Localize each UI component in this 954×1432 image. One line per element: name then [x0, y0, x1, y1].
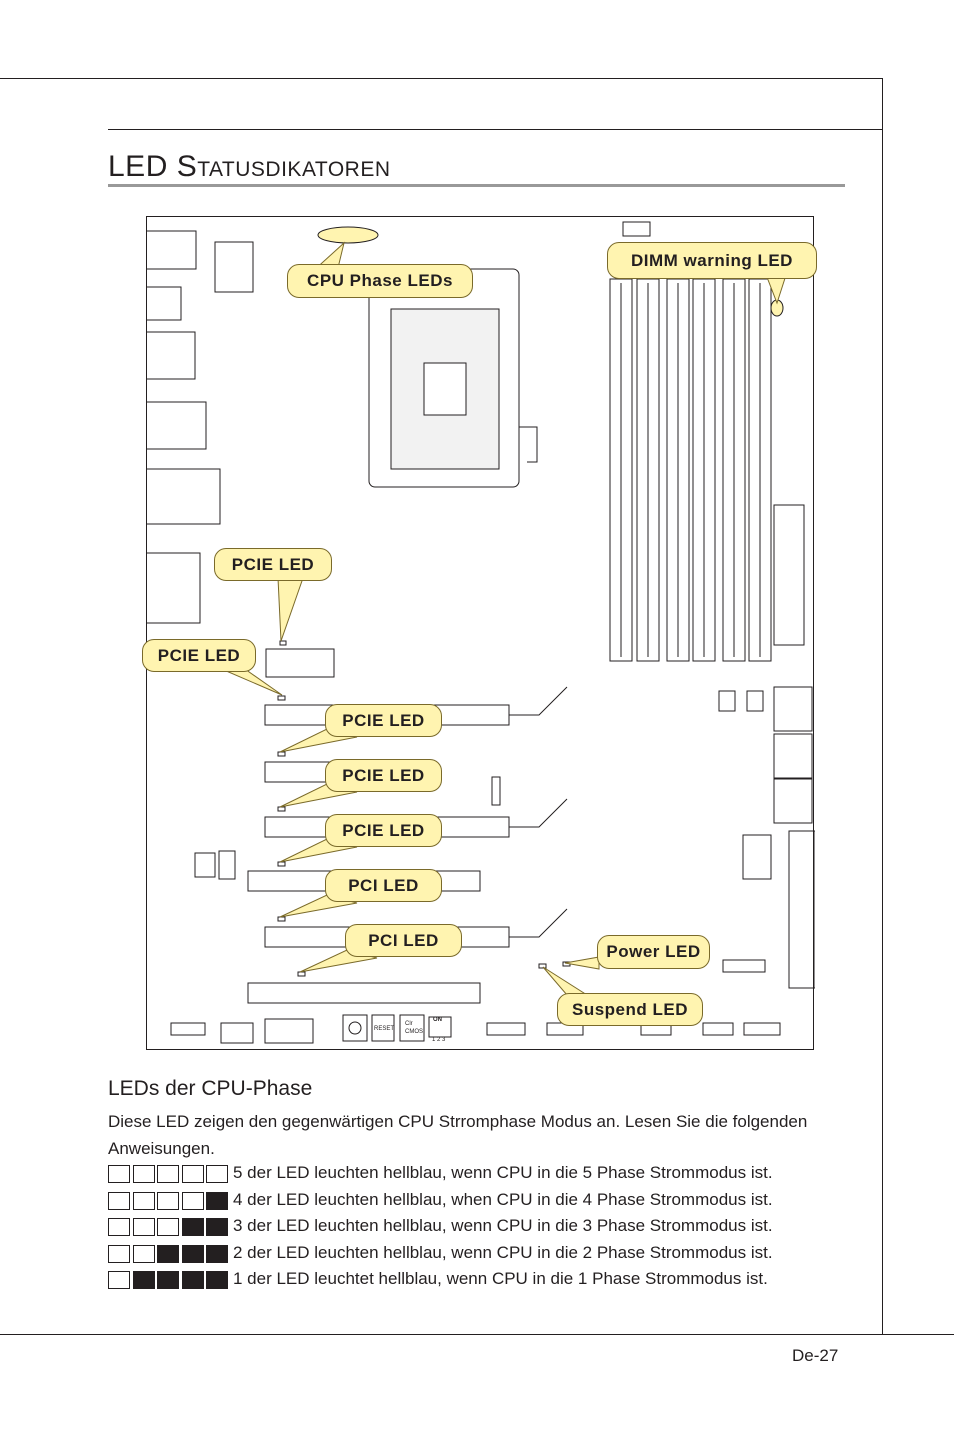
- title-part-3: S: [167, 150, 198, 183]
- dip-number-label: 1 2 3: [432, 1037, 446, 1043]
- header-rule: [108, 129, 883, 130]
- led-lit-box: [157, 1191, 179, 1210]
- led-indicator-group: [108, 1191, 229, 1211]
- top-rule: [0, 78, 883, 79]
- clr-cmos-label-2: CMOS: [405, 1029, 423, 1035]
- callout-suspend-led: Suspend LED: [557, 993, 703, 1026]
- led-lit-box: [206, 1165, 228, 1183]
- led-off-box: [206, 1244, 228, 1263]
- led-lit-box: [108, 1218, 130, 1236]
- led-off-box: [157, 1271, 179, 1289]
- callout-pcie-led-4: PCIE LED: [325, 759, 442, 792]
- intro-paragraph: Diese LED zeigen den gegenwärtigen CPU S…: [108, 1112, 808, 1158]
- callout-pcie-led-2: PCIE LED: [142, 639, 256, 672]
- title-underline: [108, 184, 845, 187]
- page-title: LED STATUSDIKATOREN: [108, 150, 391, 187]
- led-lit-box: [181, 1165, 204, 1183]
- subsection-heading: LEDs der CPU-Phase: [108, 1077, 313, 1100]
- phase-description: 2 der LED leuchten hellblau, wenn CPU in…: [233, 1242, 773, 1262]
- callout-pcie-led-3: PCIE LED: [325, 704, 442, 737]
- led-lit-box: [132, 1218, 155, 1236]
- led-off-box: [181, 1218, 204, 1236]
- phase-description: 1 der LED leuchtet hellblau, wenn CPU in…: [233, 1269, 768, 1288]
- callout-power-led: Power LED: [597, 935, 710, 969]
- led-lit-box: [132, 1191, 155, 1210]
- led-lit-box: [132, 1165, 155, 1183]
- led-lit-box: [157, 1218, 179, 1236]
- led-off-box: [181, 1244, 204, 1263]
- motherboard-drawing: RESET Clr CMOS ON 1 2 3: [147, 221, 815, 1044]
- phase-description: 4 der LED leuchten hellblau, when CPU in…: [233, 1189, 773, 1209]
- led-off-box: [181, 1271, 204, 1289]
- phase-description: 5 der LED leuchten hellblau, wenn CPU in…: [233, 1163, 773, 1182]
- led-lit-box: [108, 1191, 130, 1210]
- page-number: De-27: [792, 1346, 839, 1365]
- led-off-box: [206, 1271, 228, 1289]
- led-indicator-group: [108, 1244, 229, 1264]
- phase-description: 3 der LED leuchten hellblau, wenn CPU in…: [233, 1216, 773, 1235]
- led-lit-box: [132, 1244, 155, 1263]
- led-lit-box: [108, 1271, 130, 1289]
- led-off-box: [157, 1244, 179, 1263]
- title-part-4: TATUSDIKATOREN: [197, 158, 391, 181]
- callout-pcie-led-1: PCIE LED: [214, 548, 332, 581]
- callout-cpu-phase-leds: CPU Phase LEDs: [287, 264, 473, 298]
- led-indicator-group: [108, 1217, 229, 1237]
- led-lit-box: [181, 1191, 204, 1210]
- led-off-box: [206, 1218, 228, 1236]
- led-off-box: [206, 1191, 228, 1210]
- clr-cmos-label-1: Clr: [405, 1021, 413, 1027]
- led-indicator-group: [108, 1164, 229, 1184]
- callout-pcie-led-5: PCIE LED: [325, 814, 442, 847]
- led-indicator-group: [108, 1270, 229, 1290]
- right-rule: [882, 78, 883, 1335]
- callout-pci-led-2: PCI LED: [345, 924, 462, 957]
- callout-pci-led-1: PCI LED: [325, 869, 442, 902]
- bottom-rule: [0, 1334, 954, 1335]
- callout-dimm-warning-led: DIMM warning LED: [607, 242, 817, 279]
- led-off-box: [132, 1271, 155, 1289]
- led-lit-box: [108, 1244, 130, 1263]
- title-part-1: LED: [108, 150, 168, 183]
- led-lit-box: [157, 1165, 179, 1183]
- motherboard-diagram: RESET Clr CMOS ON 1 2 3 CPU Phase LEDs D…: [142, 216, 817, 1050]
- dip-on-label: ON: [433, 1017, 442, 1023]
- reset-button-label: RESET: [374, 1026, 394, 1032]
- led-lit-box: [108, 1165, 130, 1183]
